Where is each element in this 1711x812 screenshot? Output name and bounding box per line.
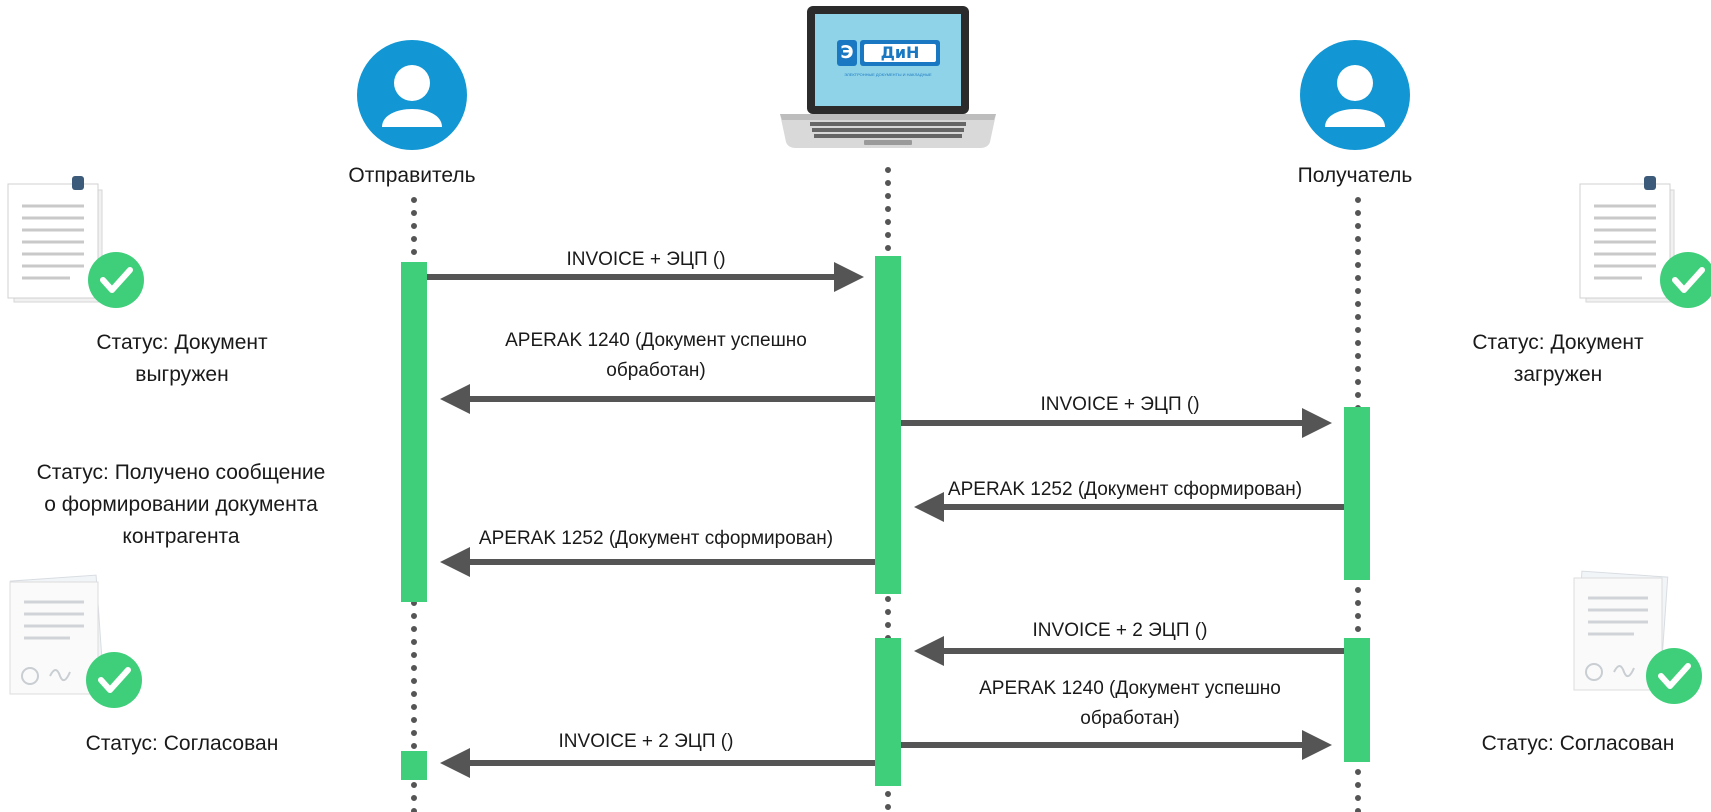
message-m3-label: INVOICE + ЭЦП () [1040, 394, 1200, 415]
activation-sender-2 [401, 751, 427, 780]
document-icon-sender-top [7, 176, 103, 303]
activation-receiver-1 [1344, 407, 1370, 580]
status-sender-agreed: Статус: Согласован [85, 732, 279, 755]
logo-letter: Э [840, 42, 854, 63]
check-icon [86, 652, 142, 708]
logo-word: ДиН [880, 43, 920, 62]
document-icon-receiver-top [1579, 176, 1675, 303]
logo-tagline: ЭЛЕКТРОННЫЕ ДОКУМЕНТЫ И НАКЛАДНЫЕ [844, 72, 932, 77]
message-m6-label: INVOICE + 2 ЭЦП () [1032, 620, 1208, 641]
message-m1-label: INVOICE + ЭЦП () [566, 249, 726, 270]
avatar-sender [357, 40, 467, 150]
activation-server-2 [875, 638, 901, 786]
check-icon [1660, 252, 1711, 308]
message-arrows [427, 262, 1344, 778]
status-receiver-agreed: Статус: Согласован [1481, 732, 1675, 755]
activation-receiver-2 [1344, 638, 1370, 762]
check-icon [1646, 648, 1702, 704]
avatar-receiver [1300, 40, 1410, 150]
activation-bars [401, 256, 1370, 786]
message-m5-label: APERAK 1252 (Документ сформирован) [478, 528, 834, 549]
participant-receiver-label: Получатель [1297, 164, 1413, 187]
activation-server-1 [875, 256, 901, 594]
check-icon [88, 252, 144, 308]
activation-sender-1 [401, 262, 427, 602]
message-m4-label: APERAK 1252 (Документ сформирован) [947, 479, 1303, 500]
signed-document-icon-sender [9, 574, 105, 695]
participant-sender-label: Отправитель [348, 164, 476, 187]
laptop-icon [780, 6, 996, 148]
message-m8-label: INVOICE + 2 ЭЦП () [558, 731, 734, 752]
